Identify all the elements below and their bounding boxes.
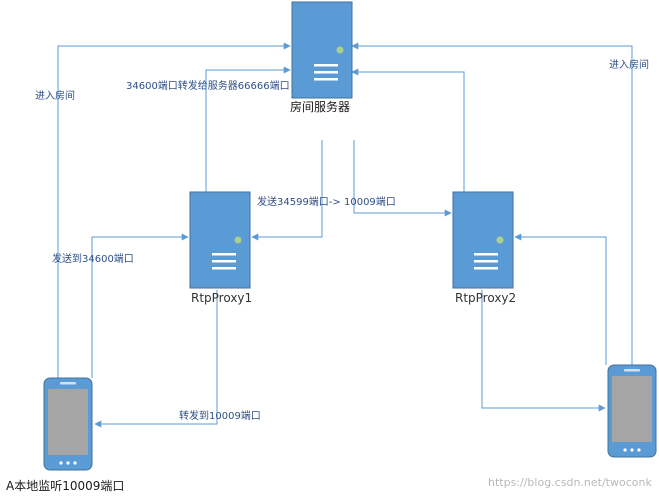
- rtpproxy1-label: RtpProxy1: [191, 291, 253, 305]
- phone-b-icon: [607, 364, 657, 458]
- room-server-node: [291, 1, 353, 99]
- phone-a-label: A本地监听10009端口: [6, 479, 125, 493]
- edge-proxy2-to-server: [351, 68, 465, 192]
- edge-label-send-34600: 发送到34600端口: [52, 254, 134, 265]
- edge-phone-a-to-server: [57, 42, 291, 378]
- edge-server-to-proxy1: [251, 140, 323, 241]
- edge-label-forward-34600: 34600端口转发给服务器66666端口: [126, 81, 290, 92]
- edge-phone-b-to-proxy2: [514, 233, 607, 365]
- room-server-label: 房间服务器: [290, 100, 351, 114]
- phone-a-icon: [43, 377, 93, 471]
- edge-label-enter-room-right: 进入房间: [609, 60, 649, 71]
- edge-phone-b-to-server: [351, 42, 633, 365]
- edge-proxy1-to-server: [205, 66, 291, 192]
- rtpproxy2-node: [452, 191, 514, 289]
- edge-proxy2-to-phone-b: [481, 290, 606, 412]
- rtpproxy2-label: RtpProxy2: [455, 291, 517, 305]
- edge-label-enter-room-left: 进入房间: [35, 91, 75, 102]
- edge-phone-a-to-proxy1: [91, 233, 189, 378]
- connectors: [57, 42, 633, 428]
- edge-label-send-34599: 发送34599端口-> 10009端口: [257, 197, 396, 208]
- rtpproxy1-node: [189, 191, 251, 289]
- edge-server-to-proxy2: [353, 140, 452, 217]
- watermark: https://blog.csdn.net/twoconk: [488, 476, 652, 489]
- edge-proxy1-to-phone-a: [94, 290, 218, 428]
- edge-label-forward-10009: 转发到10009端口: [179, 411, 261, 422]
